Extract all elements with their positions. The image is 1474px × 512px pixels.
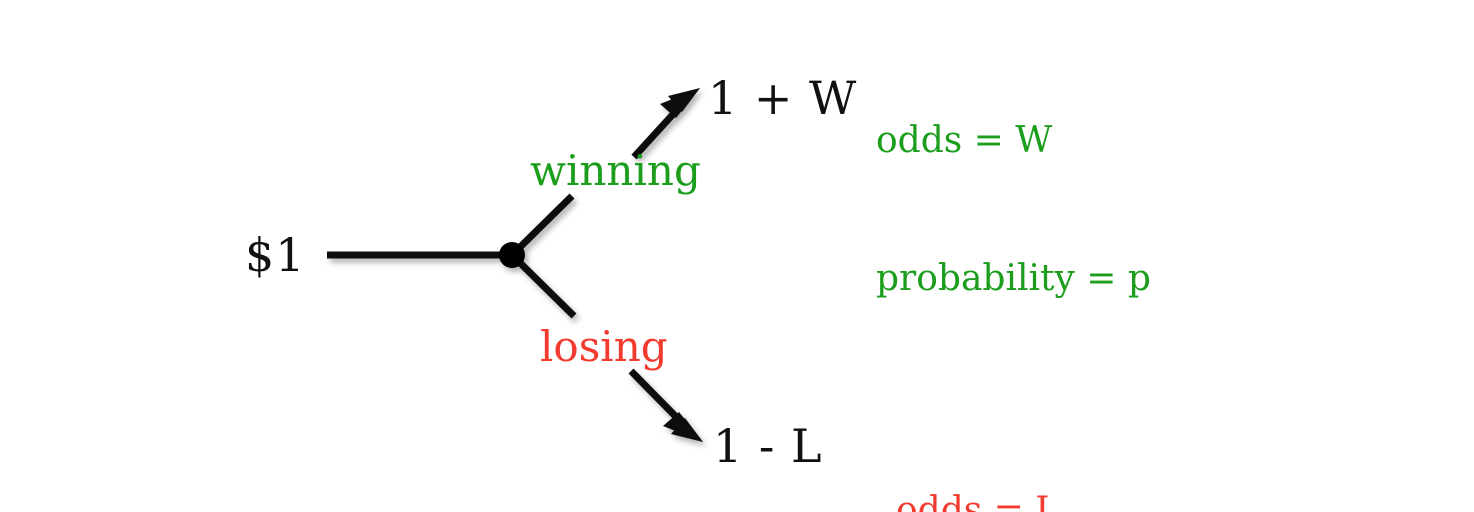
annotation-winning-odds: odds = W	[876, 120, 1053, 162]
branch-label-losing: losing	[540, 322, 668, 371]
decision-node	[499, 242, 525, 268]
outcome-label-winning: 1 + W	[708, 71, 858, 125]
outcome-label-losing: 1 - L	[713, 419, 823, 473]
winning-branch-segment-1	[509, 193, 575, 258]
root-amount-label: $1	[245, 228, 306, 282]
losing-branch-segment-1	[509, 252, 577, 319]
annotation-block-winning: odds = W probability = p	[876, 26, 1151, 395]
winning-arrowhead-barb	[660, 88, 700, 118]
losing-arrowhead-barb	[671, 418, 703, 442]
branch-label-winning: winning	[530, 146, 701, 195]
annotation-losing-odds: odds = L	[896, 490, 1060, 512]
annotation-winning-probability: probability = p	[876, 258, 1151, 300]
annotation-block-losing: odds = L probability = 1 - p	[896, 396, 1229, 512]
